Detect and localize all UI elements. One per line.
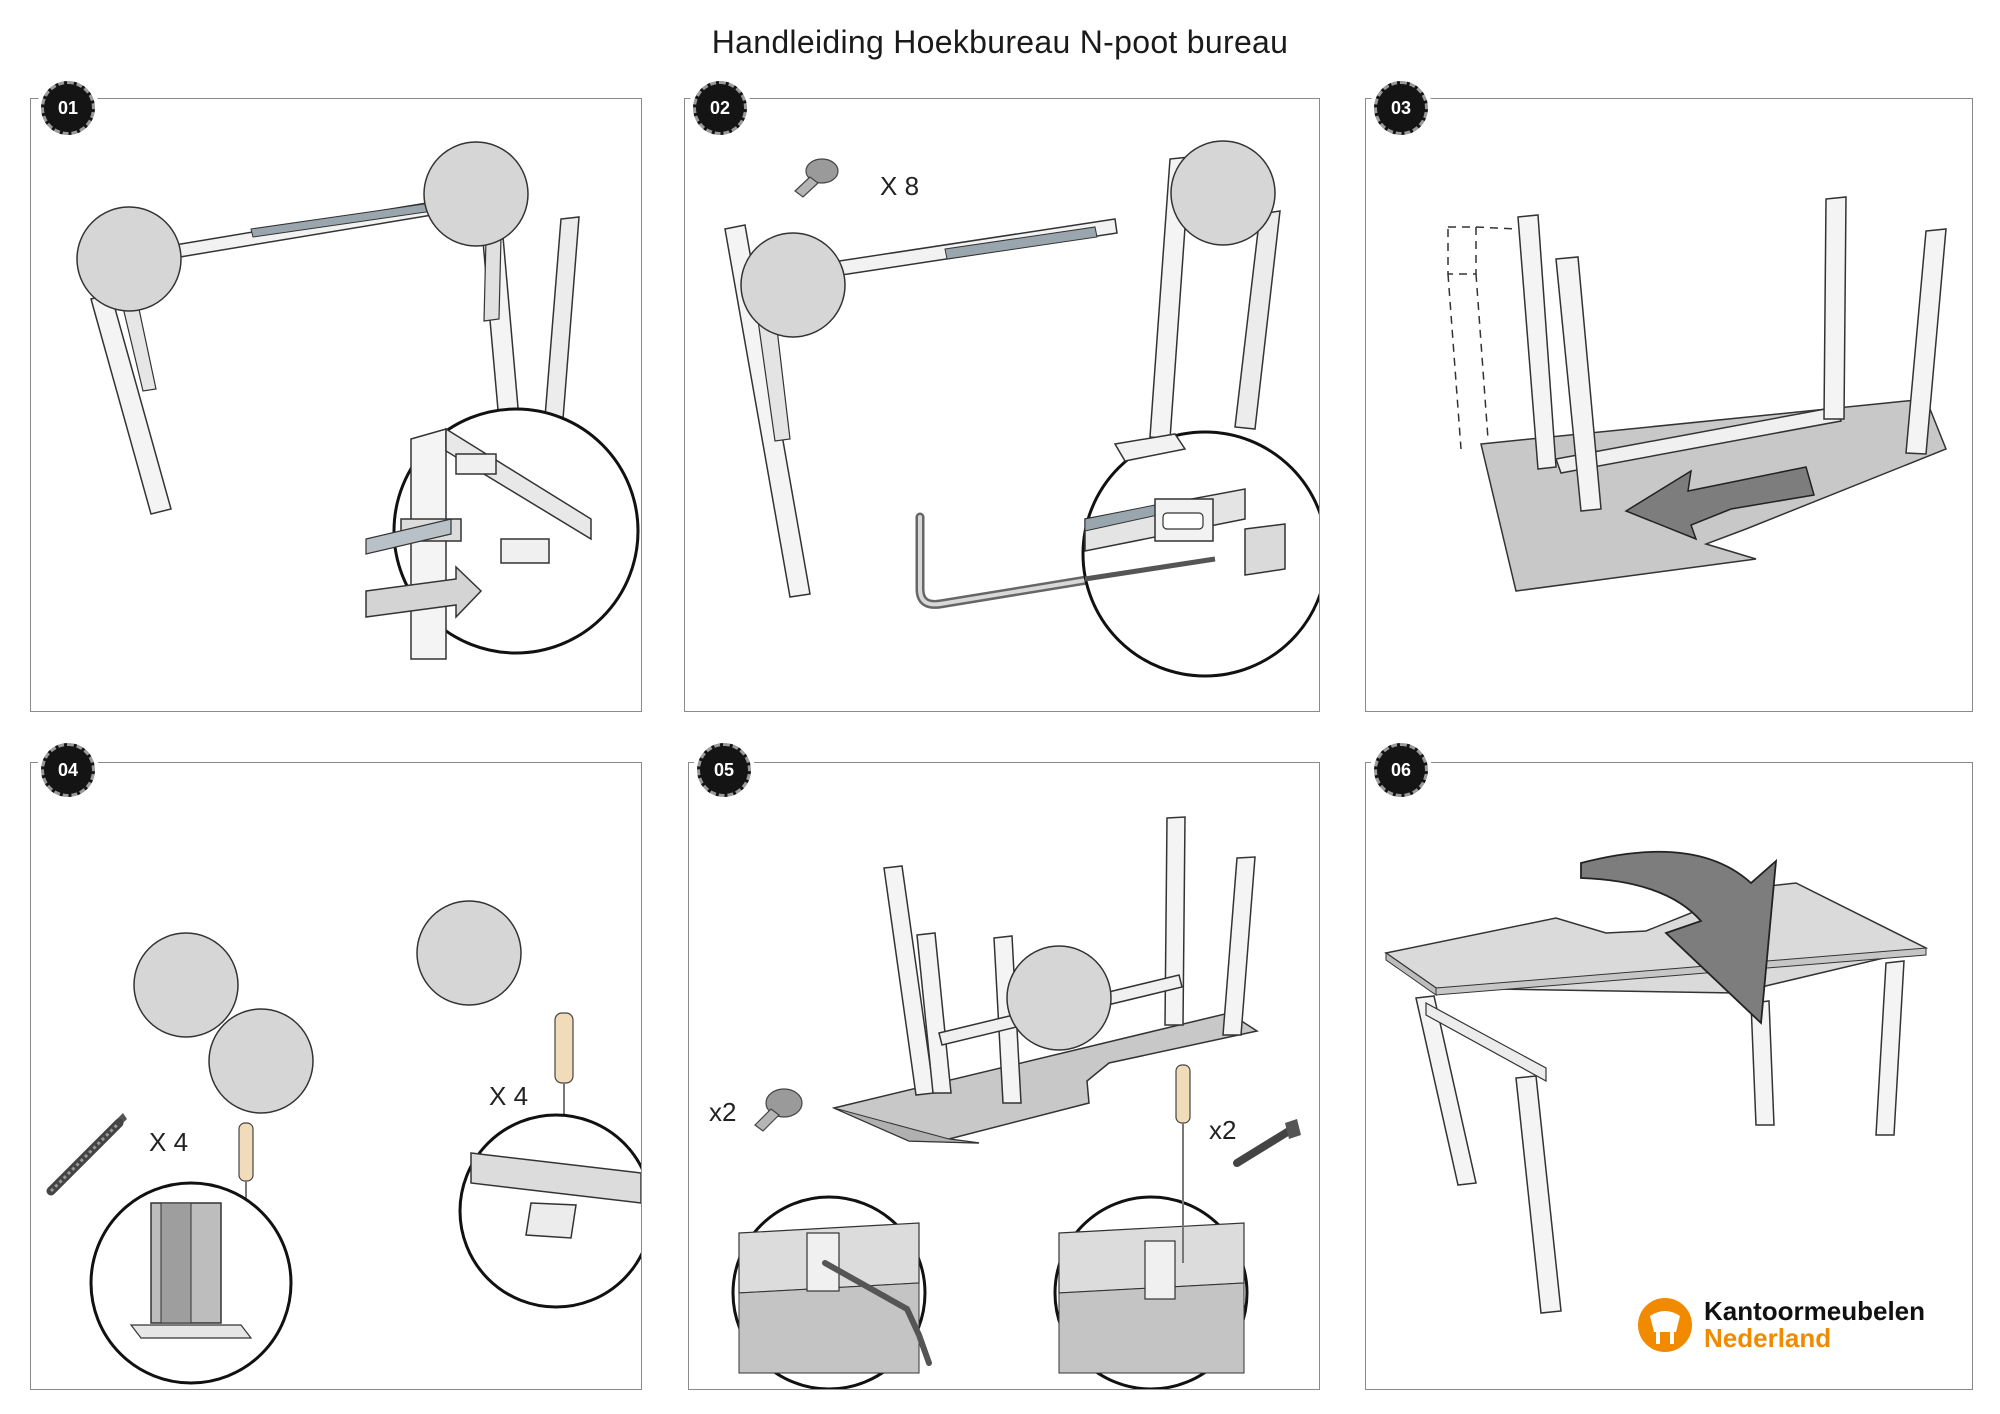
step-05-illustration xyxy=(731,816,1301,1389)
step-panel-02: X 8 02 xyxy=(684,81,1320,712)
placeholder-circle xyxy=(1170,140,1276,246)
screw-count-label: x2 xyxy=(1209,1115,1237,1145)
step-number-badge: 05 xyxy=(697,743,751,797)
step-panel-04: X 4 X 4 04 xyxy=(30,743,642,1390)
brand-name-line1: Kantoormeubelen xyxy=(1704,1296,1926,1326)
brand-name-line2: Nederland xyxy=(1704,1323,1832,1353)
step-panel-01: 01 xyxy=(30,81,642,712)
wood-screw-icon xyxy=(46,1113,127,1196)
step-01-illustration xyxy=(76,141,640,660)
step-06-illustration xyxy=(1384,850,1929,1314)
step-number-badge: 02 xyxy=(693,81,747,135)
step-04-illustration xyxy=(46,900,641,1385)
placeholder-circle xyxy=(416,900,522,1006)
step-panel-03: 03 xyxy=(1365,81,1973,712)
bolt-count-label: X 8 xyxy=(880,171,920,201)
step-number-badge: 06 xyxy=(1374,743,1428,797)
step-03-illustration xyxy=(1447,196,1947,592)
page-title: Handleiding Hoekbureau N-poot bureau xyxy=(711,24,1289,60)
placeholder-circle xyxy=(740,232,846,338)
screw-count-label: X 4 xyxy=(489,1081,529,1111)
push-arrow xyxy=(365,565,483,619)
detail-circle xyxy=(1081,430,1319,678)
rotate-arrow xyxy=(1624,466,1815,541)
placeholder-circle xyxy=(76,206,182,312)
step-number-badge: 04 xyxy=(41,743,95,797)
step-number-badge: 03 xyxy=(1374,81,1428,135)
wood-screw-icon xyxy=(1233,1119,1301,1167)
bolt-icon xyxy=(794,158,839,198)
step-number-badge: 01 xyxy=(41,81,95,135)
placeholder-circle xyxy=(133,932,239,1038)
placeholder-circle xyxy=(208,1008,314,1114)
screw-count-label: X 4 xyxy=(149,1127,189,1157)
bolt-icon xyxy=(754,1088,803,1132)
step-panel-05: x2 x2 05 xyxy=(688,743,1320,1390)
step-02-illustration xyxy=(724,140,1319,678)
placeholder-circle xyxy=(1006,945,1112,1051)
brand-logo: Kantoormeubelen Nederland xyxy=(1636,1296,1925,1354)
step-panel-06: 06 xyxy=(1365,743,1973,1390)
bolt-count-label: x2 xyxy=(709,1097,737,1127)
brand-logo-icon xyxy=(1638,1298,1692,1352)
placeholder-circle xyxy=(423,141,529,247)
flip-arrow xyxy=(1580,850,1778,1025)
